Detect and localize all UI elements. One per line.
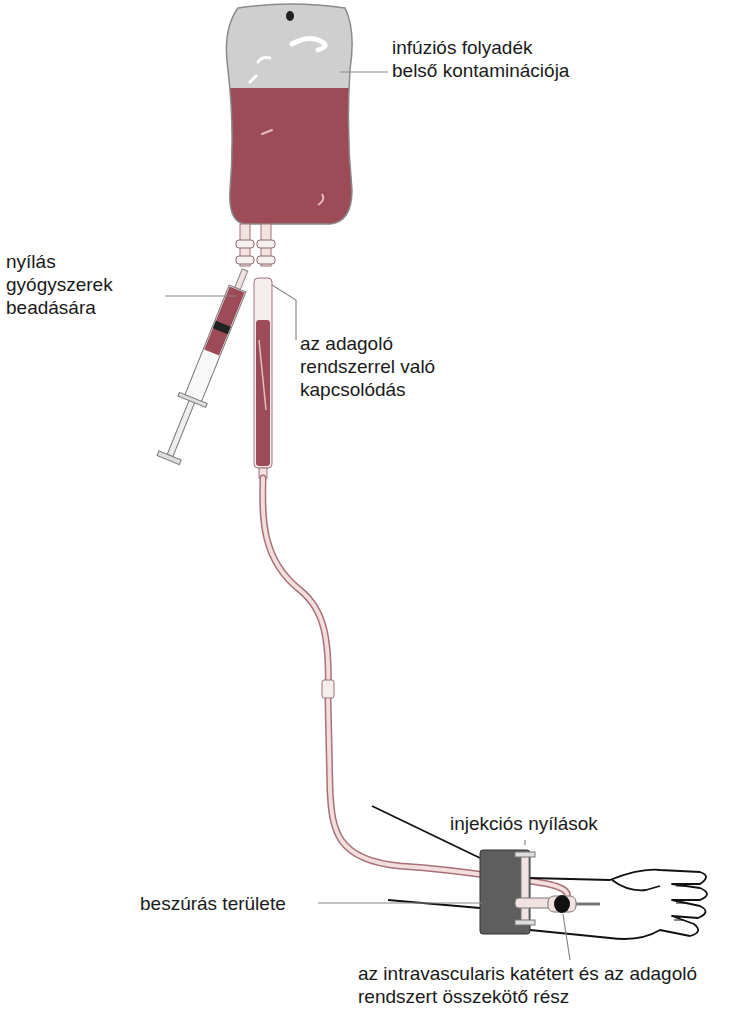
insertion-site-label: beszúrás területe	[140, 892, 286, 915]
syringe	[154, 264, 259, 465]
infusion-bag	[220, 4, 370, 266]
catheter-hub	[548, 895, 600, 913]
port-label: nyílás gyógyszerek beadására	[6, 250, 156, 319]
contamination-label: infúziós folyadék belső kontaminációja	[392, 36, 570, 82]
connection-label: az adagoló rendszerrel való kapcsolódás	[300, 332, 460, 401]
injection-port	[515, 852, 560, 925]
injection-port-label: injekciós nyílások	[450, 812, 598, 835]
connector-label: az intravascularis katétert és az adagol…	[358, 962, 703, 1008]
infusion-tube	[263, 478, 568, 900]
arm-hand	[372, 806, 707, 939]
drip-chamber	[254, 278, 272, 478]
